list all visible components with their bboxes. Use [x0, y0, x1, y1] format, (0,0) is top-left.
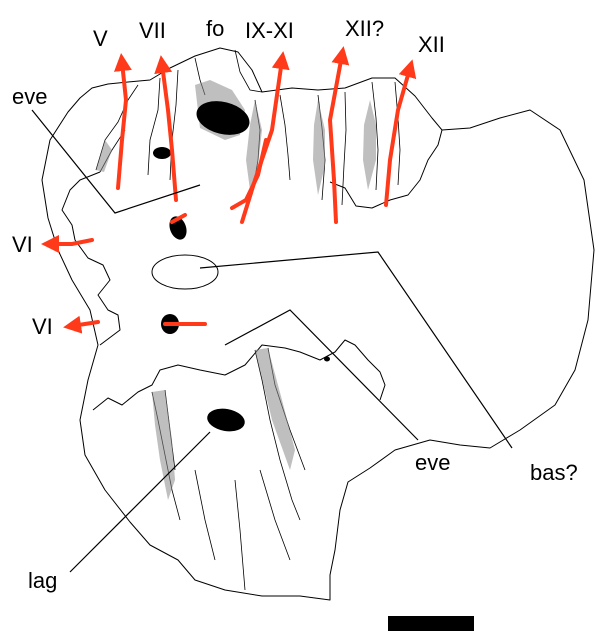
inner-lower-contour [93, 340, 385, 410]
foramen-lag [205, 406, 246, 434]
label-eve-bottom: eve [415, 450, 450, 475]
nerve-v-arrow [118, 62, 126, 188]
pillar-shade-left [152, 390, 175, 500]
label-fo: fo [206, 16, 224, 41]
label-lag: lag [28, 568, 57, 593]
foramen-vii [153, 147, 171, 159]
scale-bar [388, 616, 474, 631]
pillar-shade-right [255, 348, 295, 470]
nerve-vii-arrow [162, 64, 176, 200]
label-v: V [93, 26, 108, 51]
label-ix-xi: IX-XI [245, 18, 294, 43]
leader-lag [70, 432, 210, 572]
label-vi-lower: VI [32, 314, 53, 339]
basal-oval [152, 255, 218, 289]
nerve-xii-q-arrow [330, 55, 342, 222]
lower-fissures [195, 470, 290, 590]
nerve-vi-lower-arrow [72, 322, 98, 326]
label-bas: bas? [530, 460, 578, 485]
nerve-vi-upper-arrow [50, 240, 92, 244]
small-pore [324, 357, 330, 362]
shade-xii [363, 100, 376, 190]
inner-upper-contour [62, 172, 120, 345]
label-xii-question: XII? [345, 16, 384, 41]
label-eve-top: eve [12, 84, 47, 109]
shade-ix [246, 100, 262, 190]
leader-eve-bottom [225, 310, 418, 440]
shade-v [96, 140, 112, 172]
leader-bas [200, 252, 512, 448]
label-vi-upper: VI [12, 232, 33, 257]
label-xii: XII [418, 32, 445, 57]
label-vii: VII [139, 18, 166, 43]
